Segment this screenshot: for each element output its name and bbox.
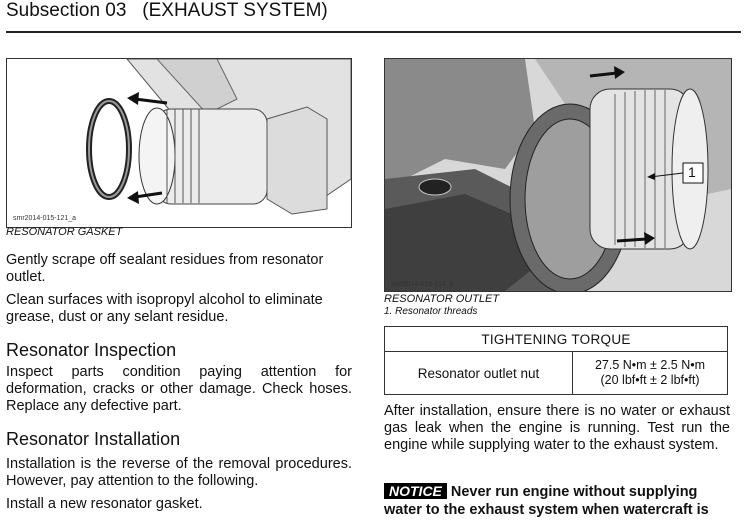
notice-label: NOTICE (384, 483, 447, 499)
table-header: TIGHTENING TORQUE (384, 326, 728, 352)
torque-table: TIGHTENING TORQUE Resonator outlet nut 2… (384, 326, 728, 395)
section-heading: Resonator Installation (6, 429, 181, 449)
figure-id: smr2014-015-121_a (13, 215, 77, 222)
table-cell-item: Resonator outlet nut (384, 351, 573, 395)
figure-id: smr2014-015-114_b (391, 281, 454, 288)
paragraph: Installation is the reverse of the remov… (6, 456, 352, 489)
subsection-label: Subsection 03 (6, 0, 127, 21)
paragraph: After installation, ensure there is no w… (384, 403, 730, 453)
torque-imperial: (20 lbf•ft ± 2 lbf•ft) (600, 373, 700, 387)
paragraph: Inspect parts condition paying attention… (6, 364, 352, 414)
header-rule (6, 31, 741, 33)
notice-text: Never run engine without supplying water… (384, 484, 709, 518)
resonator-outlet-figure: 1 smr2014-015-114_b (384, 58, 732, 292)
paragraph: Install a new resonator gasket. (6, 496, 203, 512)
table-row: Resonator outlet nut 27.5 N•m ± 2.5 N•m … (384, 351, 728, 395)
table-cell-value: 27.5 N•m ± 2.5 N•m (20 lbf•ft ± 2 lbf•ft… (572, 351, 728, 395)
paragraph: Clean surfaces with isopropyl alcohol to… (6, 292, 323, 325)
figure-caption: RESONATOR OUTLET (384, 293, 500, 305)
page-header: Subsection 03 (EXHAUST SYSTEM) (6, 0, 328, 22)
resonator-gasket-figure: smr2014-015-121_a (6, 58, 352, 228)
figure-legend: 1. Resonator threads (384, 306, 478, 317)
torque-metric: 27.5 N•m ± 2.5 N•m (594, 358, 706, 372)
paragraph: Gently scrape off sealant residues from … (6, 252, 324, 285)
callout-number: 1 (688, 164, 696, 180)
section-title: (EXHAUST SYSTEM) (142, 0, 328, 21)
section-heading: Resonator Inspection (6, 340, 177, 360)
figure-caption: RESONATOR GASKET (6, 226, 123, 238)
